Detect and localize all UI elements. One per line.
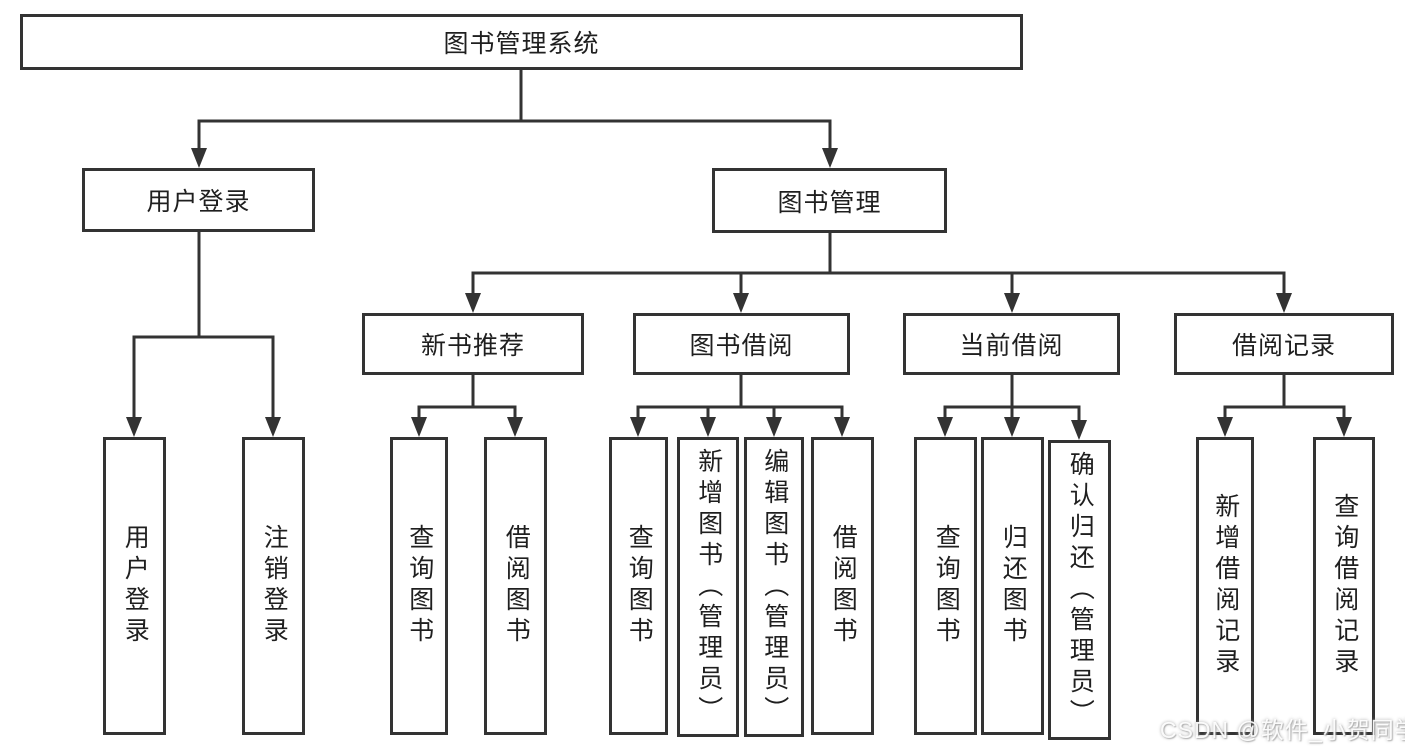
node-current-borrow: 当前借阅 [903,313,1120,375]
node-book-management: 图书管理 [712,168,947,233]
leaf-logout: 注销登录 [242,437,305,735]
node-borrow-records: 借阅记录 [1174,313,1394,375]
leaf-borrow-query-books-label: 查询图书 [625,524,654,648]
node-user-login: 用户登录 [82,168,315,232]
node-user-login-label: 用户登录 [146,188,251,216]
leaf-borrow-edit-books-admin: 编辑图书（管理员） [744,437,804,737]
leaf-records-add-record: 新增借阅记录 [1196,437,1254,735]
leaf-current-query-books-label: 查询图书 [932,524,961,648]
node-book-management-label: 图书管理 [777,188,882,217]
node-root-label: 图书管理系统 [443,30,600,58]
leaf-rec-query-books: 查询图书 [390,437,448,735]
node-borrow-records-label: 借阅记录 [1231,332,1336,360]
leaf-current-return-books: 归还图书 [981,437,1044,735]
leaf-records-query-record-label: 查询借阅记录 [1330,493,1359,679]
leaf-records-add-record-label: 新增借阅记录 [1211,493,1240,679]
leaf-borrow-query-books: 查询图书 [609,437,668,735]
leaf-rec-query-books-label: 查询图书 [405,524,434,648]
node-root: 图书管理系统 [20,14,1023,70]
leaf-current-query-books: 查询图书 [914,437,977,735]
node-book-borrow-label: 图书借阅 [689,332,794,360]
leaf-borrow-borrow-books: 借阅图书 [811,437,874,735]
leaf-user-login: 用户登录 [103,437,166,735]
leaf-rec-borrow-books-label: 借阅图书 [502,524,531,648]
leaf-rec-borrow-books: 借阅图书 [484,437,547,735]
csdn-watermark: CSDN @软件_小贺同学 [1160,717,1405,743]
leaf-current-return-books-label: 归还图书 [999,524,1028,648]
node-current-borrow-label: 当前借阅 [959,332,1064,360]
leaf-borrow-borrow-books-label: 借阅图书 [829,524,858,648]
leaf-current-confirm-return-admin-label: 确认归还（管理员） [1066,450,1095,730]
leaf-borrow-add-books-admin: 新增图书（管理员） [677,437,739,737]
node-new-book-recommend-label: 新书推荐 [420,332,525,360]
leaf-user-login-label: 用户登录 [121,524,150,648]
leaf-borrow-add-books-admin-label: 新增图书（管理员） [694,447,723,727]
leaf-logout-label: 注销登录 [260,524,289,648]
leaf-current-confirm-return-admin: 确认归还（管理员） [1048,440,1111,740]
node-book-borrow: 图书借阅 [633,313,850,375]
leaf-borrow-edit-books-admin-label: 编辑图书（管理员） [760,447,789,727]
node-new-book-recommend: 新书推荐 [362,313,584,375]
leaf-records-query-record: 查询借阅记录 [1313,437,1375,735]
